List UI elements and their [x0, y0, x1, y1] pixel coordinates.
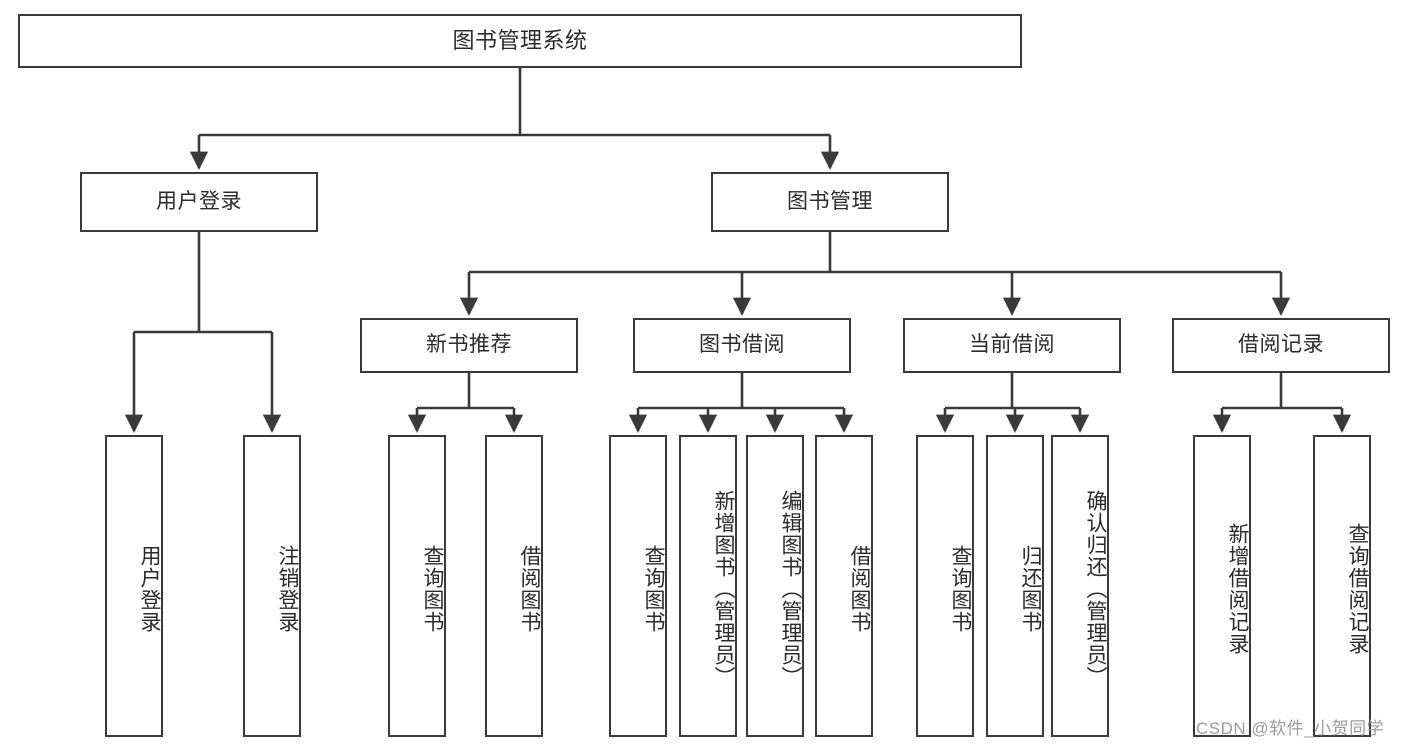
leaf-query-book-newbook[interactable]: 查询图书 — [388, 435, 446, 737]
node-user-login[interactable]: 用户登录 — [80, 172, 318, 232]
leaf-query-borrow-record[interactable]: 查询借阅记录 — [1313, 435, 1371, 737]
leaf-query-book-current[interactable]: 查询图书 — [916, 435, 974, 737]
csdn-watermark: CSDN @软件_小贺同学 — [1196, 719, 1385, 738]
leaf-edit-book-admin[interactable]: 编辑图书（管理员） — [746, 435, 804, 737]
leaf-query-book-borrow[interactable]: 查询图书 — [609, 435, 667, 737]
node-borrow-record[interactable]: 借阅记录 — [1172, 318, 1390, 373]
leaf-borrow-book[interactable]: 借阅图书 — [815, 435, 873, 737]
leaf-return-book[interactable]: 归还图书 — [986, 435, 1044, 737]
leaf-logout-login[interactable]: 注销登录 — [243, 435, 301, 737]
node-root-book-management-system[interactable]: 图书管理系统 — [18, 14, 1022, 68]
node-book-management[interactable]: 图书管理 — [711, 172, 949, 232]
node-new-book-recommend[interactable]: 新书推荐 — [360, 318, 578, 373]
node-book-borrow[interactable]: 图书借阅 — [633, 318, 851, 373]
leaf-add-book-admin[interactable]: 新增图书（管理员） — [679, 435, 737, 737]
leaf-borrow-book-newbook[interactable]: 借阅图书 — [485, 435, 543, 737]
leaf-user-login[interactable]: 用户登录 — [105, 435, 163, 737]
leaf-add-borrow-record[interactable]: 新增借阅记录 — [1193, 435, 1251, 737]
node-current-borrow[interactable]: 当前借阅 — [903, 318, 1121, 373]
leaf-confirm-return-admin[interactable]: 确认归还（管理员） — [1051, 435, 1109, 737]
